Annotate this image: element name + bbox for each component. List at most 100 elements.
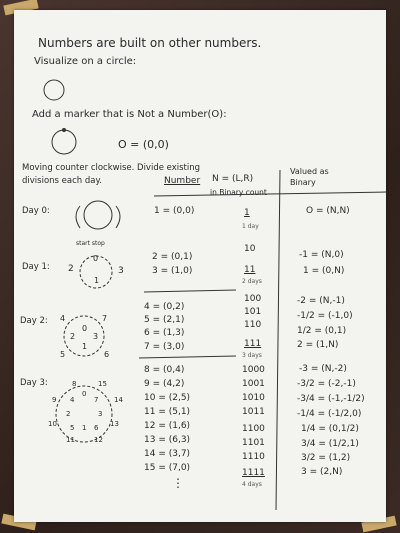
value-entry: 3/4 = (1/2,1) [301, 439, 359, 449]
section-rule [138, 355, 237, 359]
binary-entry: 1111 [242, 468, 265, 478]
binary-entry: 11 [244, 265, 256, 275]
number-entry: 4 = (0,2) [144, 302, 185, 312]
day0-circle [83, 200, 113, 230]
circle-label: 3 [93, 332, 99, 341]
circle-label: 6 [104, 350, 110, 359]
binary-entry: 1100 [242, 424, 265, 434]
header-binary: Binary [290, 178, 316, 187]
value-entry: -1 = (N,0) [299, 250, 344, 260]
value-entry: -1/4 = (-1/2,0) [297, 409, 362, 419]
section-rule [143, 289, 237, 293]
value-entry: 1/2 = (0,1) [297, 326, 347, 336]
circle-label: 0 [93, 254, 99, 263]
circle-label: 13 [110, 420, 119, 428]
binary-entry: 1000 [242, 365, 265, 375]
day-count-note: 3 days [242, 352, 262, 359]
number-entry: 2 = (0,1) [152, 252, 193, 262]
value-entry: 2 = (1,N) [297, 340, 339, 350]
binary-entry: 1001 [242, 379, 265, 389]
page-title: Numbers are built on other numbers. [38, 36, 262, 50]
value-entry: 1 = (0,N) [303, 266, 345, 276]
circle-label: 1 [94, 276, 100, 285]
value-entry: -1/2 = (-1,0) [297, 311, 353, 321]
day-label: Day 1: [22, 262, 50, 272]
day3-circle [55, 385, 113, 443]
value-entry: O = (N,N) [306, 206, 350, 216]
header-number: Number [164, 176, 201, 186]
circle-label: 0 [82, 390, 87, 398]
binary-entry: 110 [244, 320, 262, 330]
rotation-arrow [115, 205, 121, 229]
day-count-note: 4 days [242, 481, 262, 488]
binary-entry: 10 [244, 244, 256, 254]
number-entry: 5 = (2,1) [144, 315, 185, 325]
circle-label: 1 [82, 424, 87, 432]
circle-label: 3 [98, 410, 103, 418]
day-label: Day 0: [22, 206, 50, 216]
circle-label: 15 [98, 380, 107, 388]
circle-label: 1 [82, 342, 88, 351]
day-label: Day 2: [20, 316, 48, 326]
number-entry: 9 = (4,2) [144, 379, 185, 389]
value-entry: -3/2 = (-2,-1) [297, 379, 356, 389]
number-entry: 13 = (6,3) [144, 435, 191, 445]
value-entry: 1/4 = (0,1/2) [301, 424, 359, 434]
marker-instruction: Add a marker that is Not a Number(O): [32, 109, 227, 120]
hand-drawn-lines [43, 79, 386, 511]
value-entry: -3 = (N,-2) [299, 364, 347, 374]
circle-label: 4 [60, 314, 66, 323]
number-entry: 12 = (1,6) [144, 421, 191, 431]
header-valued-as: Valued as [290, 167, 329, 176]
circle-label: 4 [70, 396, 75, 404]
number-entry: 11 = (5,1) [144, 407, 191, 417]
circle-label: 6 [94, 424, 99, 432]
value-entry: 3 = (2,N) [301, 467, 343, 477]
binary-entry: 100 [244, 294, 262, 304]
day2-circle [63, 315, 105, 357]
marker-dot [62, 128, 66, 132]
notebook-page: Numbers are built on other numbers. Visu… [14, 10, 386, 522]
marker-equation: O = (0,0) [118, 138, 169, 151]
start-stop-label: start stop [76, 240, 105, 247]
number-entry: 8 = (0,4) [144, 365, 185, 375]
day-label: Day 3: [20, 378, 48, 388]
value-entry: -3/4 = (-1,-1/2) [297, 394, 365, 404]
number-entry: 15 = (7,0) [144, 463, 191, 473]
binary-entry: 111 [244, 339, 262, 349]
circle-sketch [43, 79, 65, 101]
header-binary-count: in Binary count [210, 188, 267, 197]
value-entry: -2 = (N,-1) [297, 296, 345, 306]
number-entry: 7 = (3,0) [144, 342, 185, 352]
circle-label: 9 [52, 396, 57, 404]
circle-label: 3 [118, 266, 124, 276]
day-count-note: 2 days [242, 278, 262, 285]
ellipsis: ⋮ [172, 476, 184, 490]
circle-label: 14 [114, 396, 123, 404]
header-rule [153, 191, 386, 197]
number-entry: 1 = (0,0) [154, 206, 195, 216]
circle-label: 0 [82, 324, 88, 333]
circle-label: 11 [66, 436, 75, 444]
binary-entry: 1011 [242, 407, 265, 417]
circle-label: 7 [102, 314, 108, 323]
circle-label: 10 [48, 420, 57, 428]
circle-label: 5 [70, 424, 75, 432]
binary-entry: 1101 [242, 438, 265, 448]
rotation-arrow [75, 205, 81, 229]
number-entry: 14 = (3,7) [144, 449, 191, 459]
binary-entry: 101 [244, 307, 262, 317]
number-entry: 10 = (2,5) [144, 393, 191, 403]
day-count-note: 1 day [242, 223, 259, 230]
circle-label: 2 [66, 410, 71, 418]
circle-label: 8 [72, 380, 77, 388]
binary-entry: 1010 [242, 393, 265, 403]
binary-entry: 1 [244, 208, 250, 218]
circle-label: 7 [94, 396, 99, 404]
moving-instruction-line1: Moving counter clockwise. Divide existin… [22, 163, 201, 173]
header-n-lr: N = (L,R) [212, 174, 254, 184]
value-entry: 3/2 = (1,2) [301, 453, 351, 463]
circle-label: 5 [60, 350, 66, 359]
circle-label: 2 [70, 332, 76, 341]
binary-entry: 1110 [242, 452, 265, 462]
